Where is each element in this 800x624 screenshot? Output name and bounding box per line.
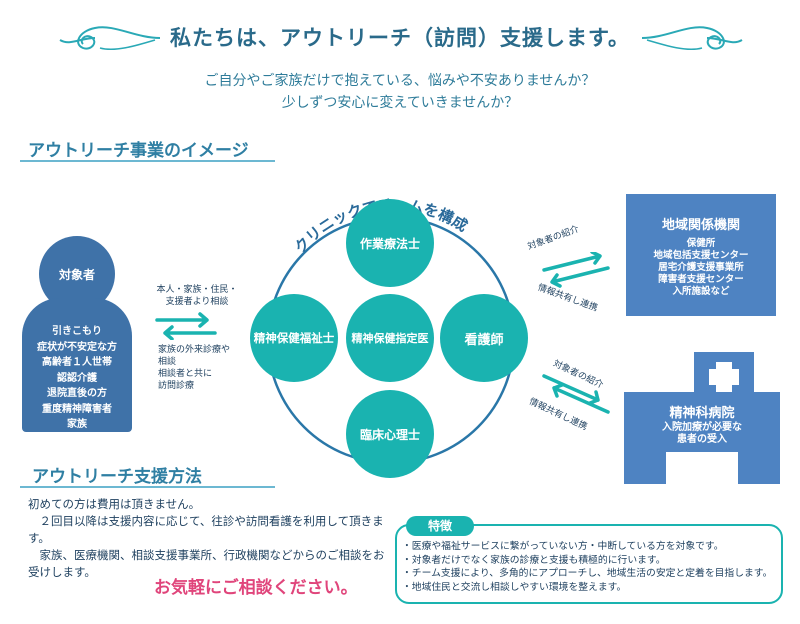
left-flow-top-line: 本人・家族・住民・ <box>156 285 238 295</box>
target-item: 認認介護 <box>57 372 97 384</box>
hospital-line: 入院加療が必要な <box>662 422 742 433</box>
hospital-title: 精神科病院 <box>669 406 735 421</box>
left-double-arrow <box>155 312 217 340</box>
ornament-left <box>59 26 161 51</box>
left-flow-bottom-line: 相談 <box>158 357 177 367</box>
regional-agency-item: 障害者支援センター <box>658 274 744 285</box>
image-section-title: アウトリーチ事業のイメージ <box>28 141 249 161</box>
right-top-double-arrow <box>542 252 610 288</box>
team-member-psychiatric-social-worker: 精神保健福祉士 <box>250 294 338 382</box>
target-label: 対象者 <box>58 268 95 282</box>
subtitle-line-1: ご自分やご家族だけで抱えている、悩みや不安ありませんか？ <box>204 73 596 89</box>
regional-agencies-list: 保健所 地域包括支援センター 居宅介護支援事業所 障害者支援センター 入所施設な… <box>626 238 776 298</box>
left-flow-bottom-line: 家族の外来診療や <box>158 345 231 355</box>
regional-agency-item: 居宅介護支援事業所 <box>658 262 744 273</box>
features-box <box>395 524 783 604</box>
features-title-badge: 特徴 <box>406 516 474 536</box>
regional-agencies-title: 地域関係機関 <box>661 218 740 233</box>
feature-item: ・チーム支援により、多角的にアプローチし、地域生活の安定と定着を目指します。 <box>402 568 773 579</box>
target-item: 引きこもり <box>52 326 102 337</box>
feature-item: ・地域住民と交流し相談しやすい環境を整えます。 <box>402 581 627 593</box>
features-list: ・医療や福祉サービスに繋がっていない方・中断している方を対象です。 ・対象者だけ… <box>402 540 780 594</box>
method-section-title: アウトリーチ支援方法 <box>32 467 202 487</box>
regional-agency-item: 保健所 <box>686 238 716 249</box>
left-flow-top-line: 支援者より相談 <box>165 297 229 307</box>
method-paragraph: 家族、医療機関、相談支援事業所、行政機関などからのご相談をお受けします。 <box>28 548 385 579</box>
subtitle-line-2: 少しずつ安心に変えていきませんか？ <box>281 95 519 111</box>
regional-agencies-box: 地域関係機関 保健所 地域包括支援センター 居宅介護支援事業所 障害者支援センタ… <box>626 194 776 316</box>
hospital-description: 入院加療が必要な 患者の受入 <box>624 422 780 446</box>
person-body <box>22 298 132 432</box>
left-flow-top-text: 本人・家族・住民・ 支援者より相談 <box>152 284 242 308</box>
feature-item: ・医療や福祉サービスに繋がっていない方・中断している方を対象です。 <box>402 541 724 552</box>
hospital-line: 患者の受入 <box>677 434 727 445</box>
target-item: 症状が不安定な方 <box>37 341 117 353</box>
target-list: 引きこもり 症状が不安定な方 高齢者１人世帯 認認介護 退院直後の方 重度精神障… <box>22 324 132 433</box>
target-item: 退院直後の方 <box>47 388 107 399</box>
target-item: 重度精神障害者 <box>42 403 112 415</box>
feature-item: ・対象者だけでなく家族の診療と支援も積極的に行います。 <box>402 554 666 566</box>
team-member-nurse: 看護師 <box>440 294 528 382</box>
method-section-underline <box>20 486 275 488</box>
image-section-underline <box>20 160 275 162</box>
hospital-cross-horizontal <box>709 369 739 385</box>
target-item: 家族 <box>67 419 87 430</box>
method-paragraph: ２回目以降は支援内容に応じて、往診や訪問看護を利用して頂きます。 <box>28 514 384 545</box>
method-body: 初めての方は費用は頂きません。 ２回目以降は支援内容に応じて、往診や訪問看護を利… <box>28 496 390 581</box>
hospital-building-icon <box>624 352 780 484</box>
target-person-figure: 対象者 引きこもり 症状が不安定な方 高齢者１人世帯 認認介護 退院直後の方 重… <box>22 236 132 432</box>
team-member-clinical-psychologist: 臨床心理士 <box>346 390 434 478</box>
ornament-right <box>641 26 743 51</box>
regional-agency-item: 地域包括支援センター <box>653 250 749 261</box>
method-paragraph: 初めての方は費用は頂きません。 <box>28 497 201 511</box>
target-item: 高齢者１人世帯 <box>42 357 112 368</box>
left-flow-bottom-line: 相談者と共に <box>158 369 213 379</box>
team-member-designated-psychiatrist: 精神保健指定医 <box>346 294 434 382</box>
consult-callout: お気軽にご相談ください。 <box>154 578 358 598</box>
page-title: 私たちは、アウトリーチ（訪問）支援します。 <box>170 26 630 50</box>
left-flow-bottom-line: 訪問診療 <box>158 381 195 391</box>
team-member-occupational-therapist: 作業療法士 <box>346 199 434 287</box>
regional-agency-item: 入所施設など <box>672 286 730 297</box>
right-bottom-double-arrow <box>542 374 610 414</box>
left-flow-bottom-text: 家族の外来診療や 相談 相談者と共に 訪問診療 <box>158 344 248 392</box>
